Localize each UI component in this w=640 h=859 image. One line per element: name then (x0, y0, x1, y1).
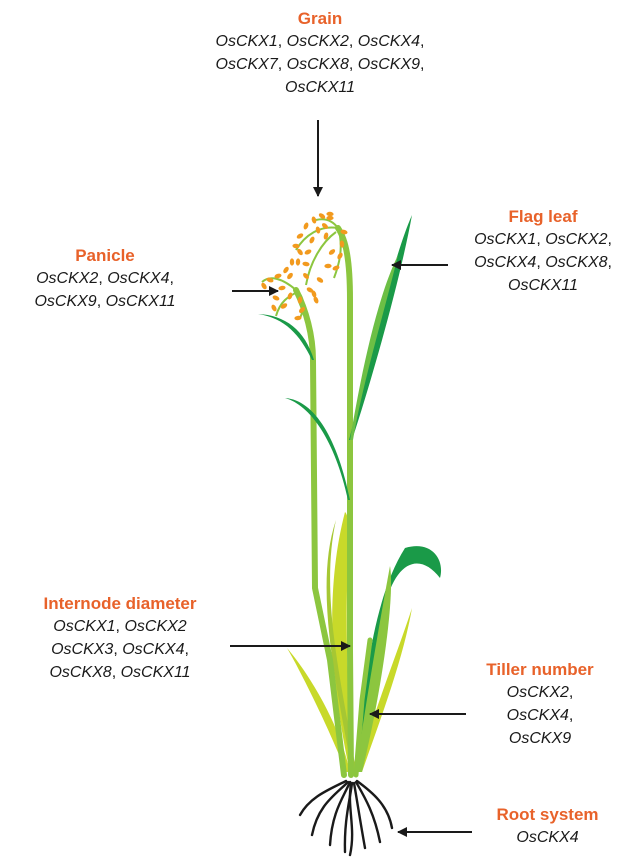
gene-name: OsCKX4 (358, 33, 420, 50)
gene-line: OsCKX9 (440, 727, 640, 750)
grain-dot (303, 222, 310, 230)
grain-dot (311, 216, 317, 224)
grain-dot (316, 276, 324, 284)
gene-name: OsCKX11 (106, 293, 176, 310)
grain-dot (302, 261, 310, 267)
panicle-label: Panicle OsCKX2, OsCKX4,OsCKX9, OsCKX11 (0, 245, 210, 313)
grain-dot (260, 282, 268, 290)
gene-name: OsCKX4 (122, 641, 184, 658)
gene-name: OsCKX1 (474, 231, 536, 248)
gene-line: OsCKX9, OsCKX11 (0, 290, 210, 313)
gene-line: OsCKX1, OsCKX2, OsCKX4, (170, 30, 470, 53)
tiller-number-title: Tiller number (440, 659, 640, 681)
stems (296, 228, 370, 775)
gene-name: OsCKX4 (474, 254, 536, 271)
grain-dot (315, 226, 321, 234)
grain-dot (270, 304, 277, 312)
gene-name: OsCKX4 (507, 707, 569, 724)
flag-leaf-title: Flag leaf (448, 206, 638, 228)
gene-name: OsCKX4 (107, 270, 169, 287)
gene-name: OsCKX9 (34, 293, 96, 310)
grain-dot (278, 285, 286, 291)
grain-dot (290, 258, 295, 265)
grain-dot (272, 294, 280, 301)
grain-dot (324, 264, 331, 269)
gene-name: OsCKX11 (508, 277, 578, 294)
gene-line: OsCKX2, OsCKX4, (0, 267, 210, 290)
gene-name: OsCKX2 (507, 684, 569, 701)
gene-line: OsCKX2, (440, 681, 640, 704)
gene-name: OsCKX2 (545, 231, 607, 248)
grain-dot (286, 272, 294, 280)
grain-dot (326, 216, 333, 220)
gene-name: OsCKX2 (287, 33, 349, 50)
upper-leaves (258, 215, 412, 500)
flag-leaf-genes: OsCKX1, OsCKX2,OsCKX4, OsCKX8, OsCKX11 (448, 228, 638, 297)
root-system-genes: OsCKX4 (460, 826, 635, 849)
grain-dot (296, 258, 301, 265)
gene-line: OsCKX4 (460, 826, 635, 849)
gene-name: OsCKX1 (216, 33, 278, 50)
gene-line: OsCKX8, OsCKX11 (0, 661, 240, 684)
root-system-title: Root system (460, 804, 635, 826)
grain-title: Grain (170, 8, 470, 30)
gene-line: OsCKX4, (440, 704, 640, 727)
gene-name: OsCKX8 (49, 664, 111, 681)
gene-name: OsCKX7 (216, 56, 278, 73)
gene-line: OsCKX1, OsCKX2 (0, 615, 240, 638)
grain-dot (304, 248, 312, 255)
gene-line: OsCKX1, OsCKX2, (448, 228, 638, 251)
grain-dot (326, 212, 333, 217)
lower-leaves (287, 512, 441, 772)
grain-dot (308, 236, 315, 244)
gene-name: OsCKX9 (358, 56, 420, 73)
gene-name: OsCKX11 (285, 79, 355, 96)
tiller-number-label: Tiller number OsCKX2,OsCKX4, OsCKX9 (440, 659, 640, 750)
grain-dot (282, 266, 290, 274)
grain-dot (328, 248, 336, 256)
grain-dot (296, 232, 304, 240)
gene-line: OsCKX4, OsCKX8, (448, 251, 638, 274)
gene-name: OsCKX2 (36, 270, 98, 287)
grain-dot (292, 243, 300, 248)
grain-label: Grain OsCKX1, OsCKX2, OsCKX4,OsCKX7, OsC… (170, 8, 470, 99)
root-system-shape (300, 781, 392, 855)
gene-line: OsCKX3, OsCKX4, (0, 638, 240, 661)
gene-name: OsCKX9 (509, 730, 571, 747)
gene-name: OsCKX1 (53, 618, 115, 635)
gene-line: OsCKX11 (170, 76, 470, 99)
panicle-title: Panicle (0, 245, 210, 267)
flag-leaf-label: Flag leaf OsCKX1, OsCKX2,OsCKX4, OsCKX8,… (448, 206, 638, 297)
gene-line: OsCKX11 (448, 274, 638, 297)
gene-name: OsCKX8 (287, 56, 349, 73)
tiller-number-genes: OsCKX2,OsCKX4, OsCKX9 (440, 681, 640, 750)
panicle-genes: OsCKX2, OsCKX4,OsCKX9, OsCKX11 (0, 267, 210, 313)
internode-diameter-title: Internode diameter (0, 593, 240, 615)
root-system-label: Root system OsCKX4 (460, 804, 635, 849)
gene-name: OsCKX2 (124, 618, 186, 635)
gene-name: OsCKX4 (516, 829, 578, 846)
gene-line: OsCKX7, OsCKX8, OsCKX9, (170, 53, 470, 76)
gene-name: OsCKX11 (121, 664, 191, 681)
grain-genes: OsCKX1, OsCKX2, OsCKX4,OsCKX7, OsCKX8, O… (170, 30, 470, 99)
gene-name: OsCKX3 (51, 641, 113, 658)
gene-name: OsCKX8 (545, 254, 607, 271)
grain-dot (336, 252, 343, 260)
